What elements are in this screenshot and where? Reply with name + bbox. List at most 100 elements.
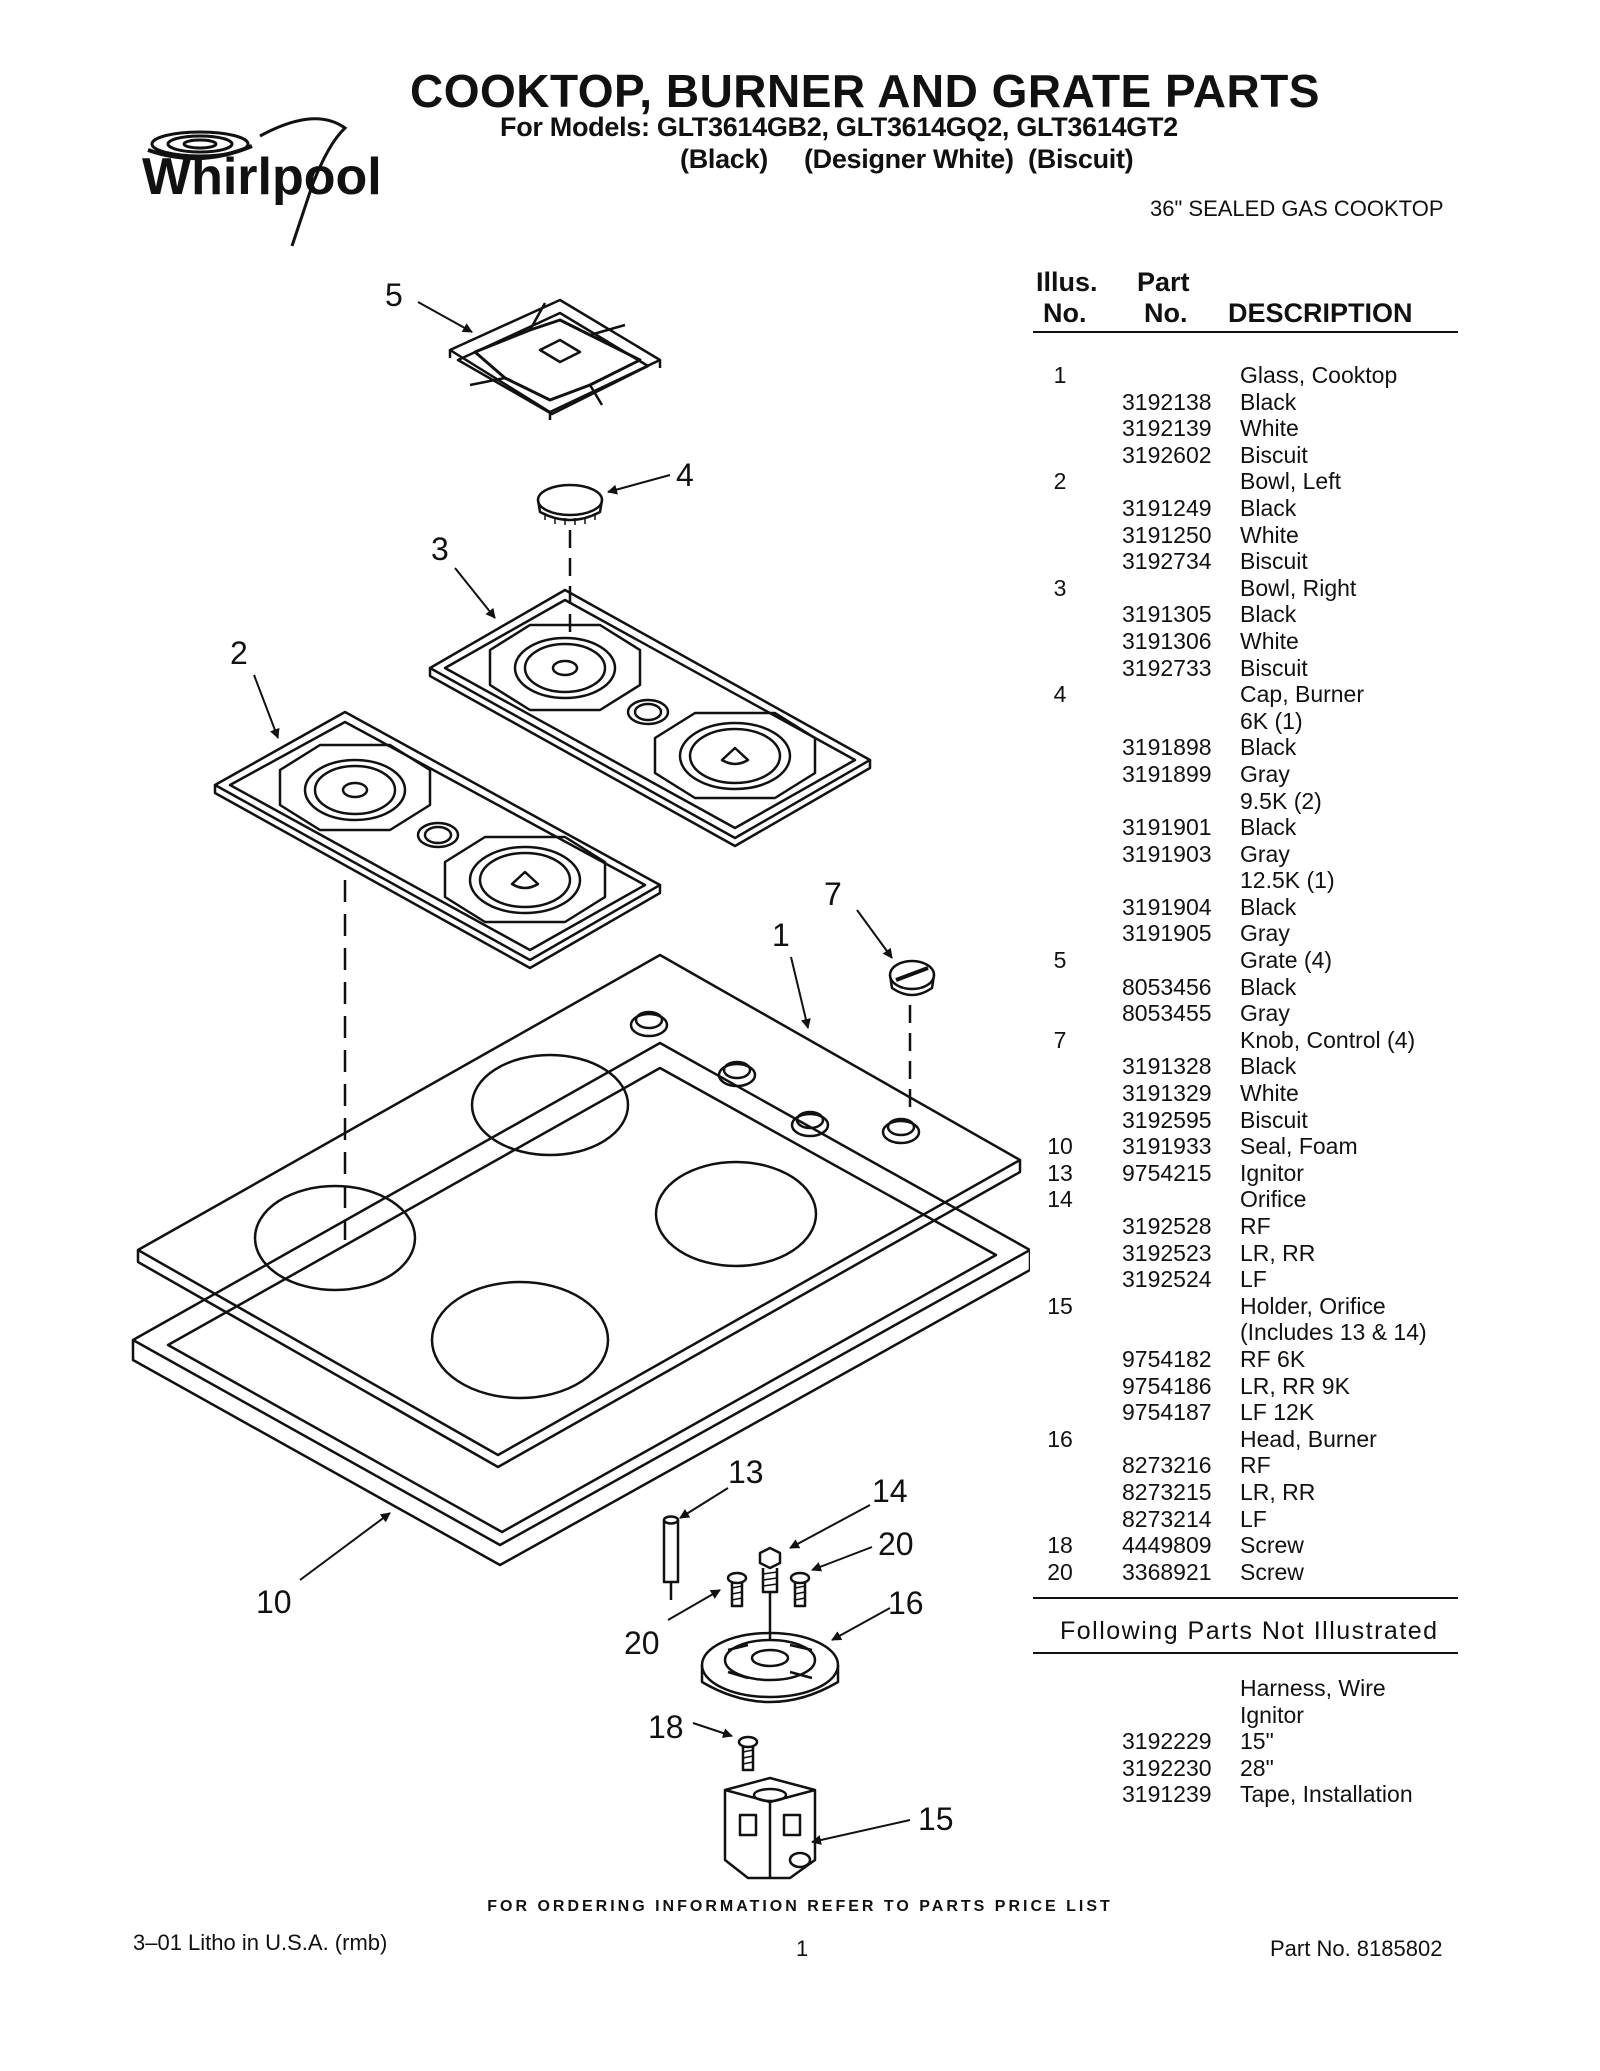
part-no: 3192602 bbox=[1122, 441, 1212, 468]
part-description: 12.5K (1) bbox=[1240, 867, 1335, 894]
leader-15 bbox=[811, 1819, 911, 1845]
part-no: 8273214 bbox=[1122, 1505, 1212, 1532]
part-no: 9754215 bbox=[1122, 1159, 1212, 1186]
part-description: Black bbox=[1240, 601, 1297, 628]
part-no: 8273216 bbox=[1122, 1452, 1212, 1479]
illus-no: 10 bbox=[1047, 1133, 1073, 1160]
exploded-parts-diagram: 5 4 3 2 7 1 10 13 14 20 20 16 18 15 bbox=[131, 277, 1030, 1880]
table-row: 8273215 LR, RR bbox=[1040, 1479, 1480, 1506]
table-row: (Includes 13 & 14) bbox=[1040, 1319, 1480, 1346]
part-no: 3368921 bbox=[1122, 1558, 1212, 1585]
part-description: LF bbox=[1240, 1505, 1267, 1532]
callout-4: 4 bbox=[676, 457, 694, 493]
part-no: 3192734 bbox=[1122, 548, 1212, 575]
table-row: 9754186 LR, RR 9K bbox=[1040, 1373, 1480, 1400]
burner-head-part bbox=[700, 1631, 840, 1704]
part-description: 28" bbox=[1240, 1754, 1274, 1781]
orifice-part bbox=[758, 1546, 782, 1640]
part-description: Orifice bbox=[1240, 1186, 1307, 1213]
part-description: 6K (1) bbox=[1240, 707, 1303, 734]
part-no: 3192524 bbox=[1122, 1266, 1212, 1293]
orifice-holder-part bbox=[723, 1776, 817, 1880]
callout-16: 16 bbox=[888, 1585, 924, 1621]
part-description: Bowl, Right bbox=[1240, 574, 1357, 601]
part-description: Black bbox=[1240, 1053, 1297, 1080]
leader-2 bbox=[253, 674, 280, 739]
illus-no: 14 bbox=[1047, 1186, 1073, 1213]
part-description: Knob, Control (4) bbox=[1240, 1026, 1416, 1053]
table-row: 6K (1) bbox=[1040, 708, 1480, 735]
callout-18: 18 bbox=[648, 1709, 684, 1745]
part-description: LR, RR 9K bbox=[1240, 1372, 1350, 1399]
svg-text:Whirlpool: Whirlpool bbox=[142, 148, 382, 206]
part-description: Harness, Wire bbox=[1240, 1675, 1386, 1701]
part-no: 3191249 bbox=[1122, 494, 1212, 521]
part-description: Cap, Burner bbox=[1240, 681, 1365, 708]
part-description: Black bbox=[1240, 814, 1297, 841]
part-description: White bbox=[1240, 521, 1299, 548]
header-illus-bottom: No. bbox=[1043, 298, 1087, 328]
cooktop-glass-part bbox=[136, 953, 1022, 1469]
illus-no: 20 bbox=[1047, 1558, 1073, 1585]
part-description: Screw bbox=[1240, 1558, 1304, 1585]
part-no: 3192528 bbox=[1122, 1213, 1212, 1239]
part-no: 3192523 bbox=[1122, 1239, 1212, 1266]
illus-no: 2 bbox=[1053, 468, 1067, 495]
part-description: Screw bbox=[1240, 1532, 1304, 1559]
leader-13 bbox=[679, 1487, 729, 1519]
illus-no: 1 bbox=[1053, 362, 1067, 388]
part-no: 4449809 bbox=[1122, 1532, 1212, 1559]
part-no: 3191898 bbox=[1122, 734, 1212, 761]
part-description: Ignitor bbox=[1240, 1159, 1304, 1186]
part-description: Biscuit bbox=[1240, 548, 1308, 575]
illus-no: 7 bbox=[1053, 1026, 1067, 1053]
table-row: 9.5K (2) bbox=[1040, 788, 1480, 815]
part-no: 3191239 bbox=[1122, 1781, 1212, 1808]
part-no: 3192733 bbox=[1122, 654, 1212, 681]
page-number: 1 bbox=[796, 1936, 809, 1961]
illus-no: 3 bbox=[1053, 574, 1067, 601]
leader-10 bbox=[299, 1512, 391, 1581]
part-no: 8273215 bbox=[1122, 1478, 1212, 1505]
right-bowl-part bbox=[428, 588, 872, 848]
part-no: 3191899 bbox=[1122, 760, 1212, 787]
part-description: Black bbox=[1240, 973, 1297, 1000]
screw-20-left bbox=[726, 1571, 748, 1608]
part-no: 9754186 bbox=[1122, 1372, 1212, 1399]
part-no: 3191901 bbox=[1122, 814, 1212, 841]
table-row: 13 9754215 Ignitor bbox=[1040, 1160, 1480, 1187]
models-line: For Models: GLT3614GB2, GLT3614GQ2, GLT3… bbox=[500, 112, 1178, 142]
swirl-icon bbox=[147, 130, 253, 161]
illus-no: 4 bbox=[1053, 681, 1067, 708]
table-row: 14 Orifice bbox=[1040, 1186, 1480, 1213]
burner-cap-part bbox=[536, 483, 604, 525]
part-description: RF 6K bbox=[1240, 1345, 1306, 1372]
part-description: White bbox=[1240, 415, 1299, 442]
callout-10: 10 bbox=[256, 1584, 292, 1620]
part-description: Grate (4) bbox=[1240, 947, 1333, 974]
header-illus-top: Illus. bbox=[1036, 267, 1098, 297]
part-description: Black bbox=[1240, 388, 1297, 415]
part-description: Bowl, Left bbox=[1240, 468, 1341, 495]
table-row: Ignitor bbox=[1040, 1702, 1480, 1729]
part-description: LR, RR bbox=[1240, 1478, 1316, 1505]
leader-7 bbox=[856, 909, 893, 959]
callout-20b: 20 bbox=[878, 1526, 914, 1562]
product-type: 36" SEALED GAS COOKTOP bbox=[1150, 196, 1444, 221]
grate-part bbox=[448, 298, 662, 420]
part-no: 3192139 bbox=[1122, 415, 1212, 442]
part-no: 3192229 bbox=[1122, 1728, 1212, 1755]
illus-no: 13 bbox=[1047, 1159, 1073, 1186]
